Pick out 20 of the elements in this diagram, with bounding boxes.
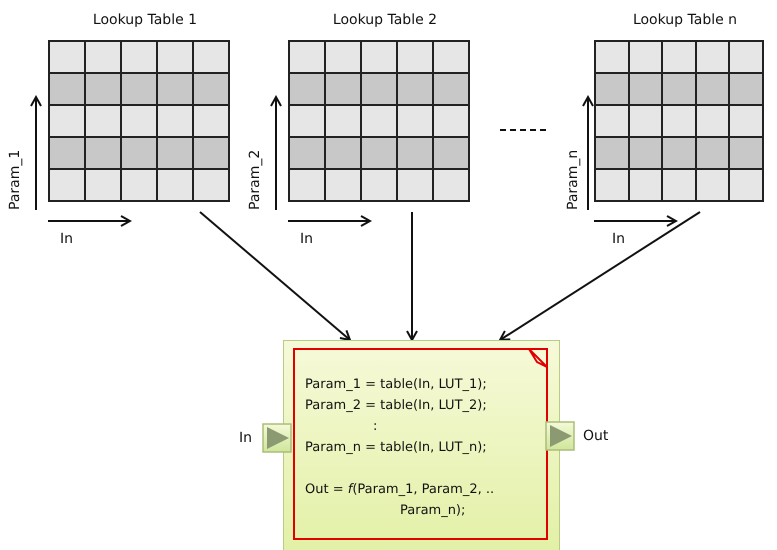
code-line: Param_n = table(In, LUT_n); (305, 439, 488, 457)
port-label: Out (583, 427, 608, 445)
arrow (199, 211, 351, 341)
arrow (499, 211, 701, 341)
code-line: Param_2 = table(In, LUT_2); (305, 397, 488, 415)
port-label: In (238, 429, 252, 447)
table-heading: Lookup Table 2 (332, 11, 438, 30)
axis-label: Param_2 (246, 150, 264, 210)
axis-label: In (300, 230, 314, 248)
function-block (283, 340, 560, 550)
code-line: : (372, 418, 378, 436)
table-heading: Lookup Table n (632, 11, 738, 30)
table-heading: Lookup Table 1 (92, 11, 198, 30)
axis-label: In (60, 230, 74, 248)
code-line: Param_1 = table(In, LUT_1); (305, 376, 488, 394)
arrow (406, 212, 418, 341)
axis-label: Param_1 (6, 150, 24, 210)
code-line: Out = f(Param_1, Param_2, .. Param_n); (305, 481, 496, 520)
axis-label: Param_n (564, 150, 582, 210)
axis-label: In (612, 230, 626, 248)
